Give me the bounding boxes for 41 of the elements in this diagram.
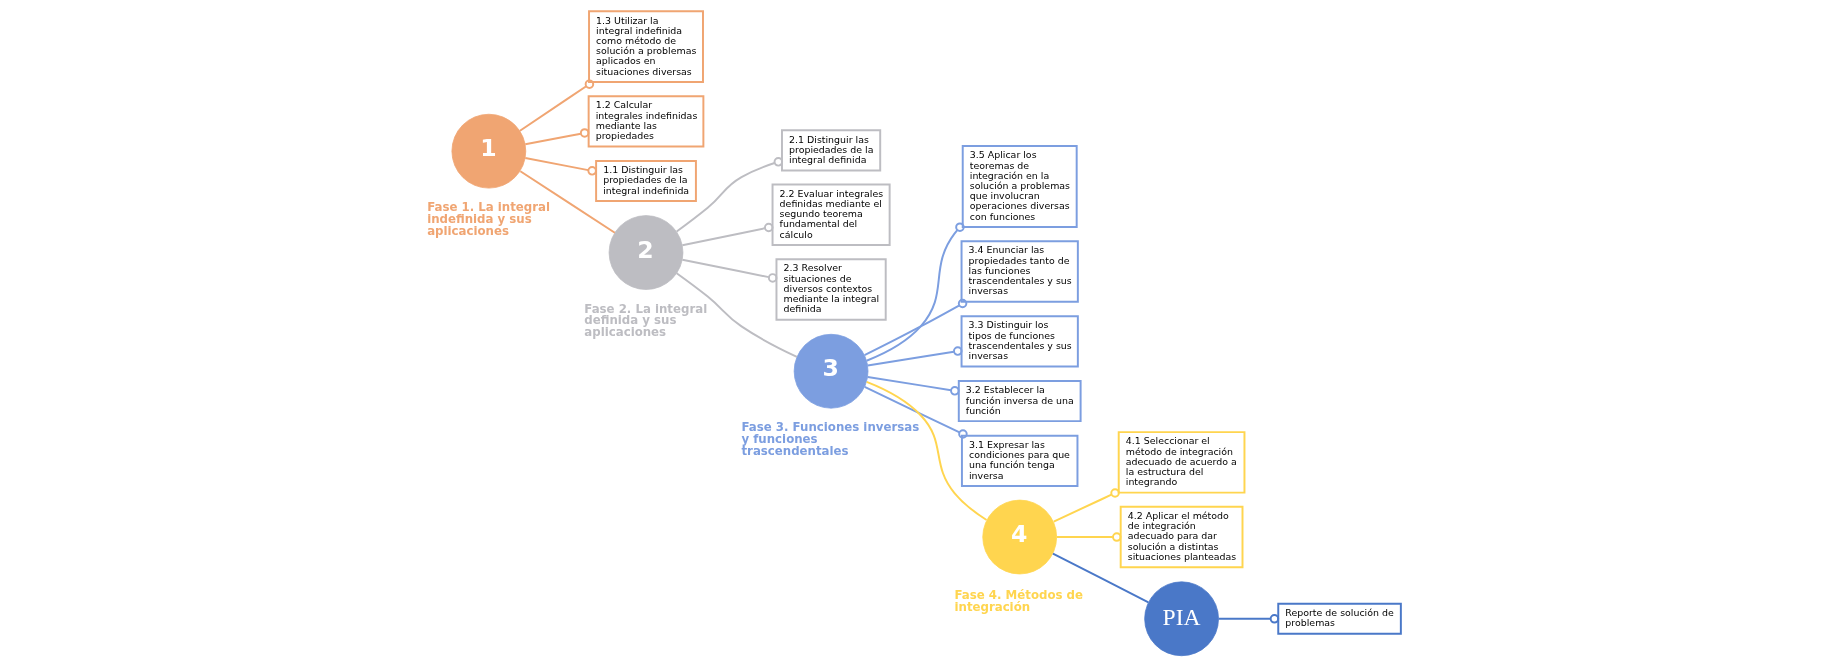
connector xyxy=(1051,552,1150,604)
node-box: 2.2 Evaluar integrales definidas mediante el segundo teorema fundamental del cálculo xyxy=(771,183,891,247)
connector xyxy=(675,272,798,358)
node-box: 4.1 Seleccionar el método de integración adecuado de acuerdo a la estructura del integrando xyxy=(1117,431,1246,494)
connector xyxy=(1217,614,1280,624)
connector xyxy=(681,258,778,283)
node-box: 3.5 Aplicar los teoremas de integración en la solución a problemas que involucran operaciones diversas con funciones xyxy=(961,145,1078,228)
node-label: Fase 4. Métodos de integración xyxy=(954,588,1083,614)
connector xyxy=(865,222,965,362)
connector xyxy=(865,380,988,521)
node-box: 1.1 Distinguir las propiedades de la integral indefinida xyxy=(595,160,697,203)
node-circle: PIA xyxy=(1144,581,1219,657)
node-circle: 2 xyxy=(608,215,684,290)
connector xyxy=(1055,532,1122,542)
connector xyxy=(519,170,616,234)
node-box: 4.2 Aplicar el método de integración adecuado para dar solución a distintas situaciones planteadas xyxy=(1119,505,1244,569)
node-box: 3.1 Expresar las condiciones para que una función tenga inversa xyxy=(960,434,1079,487)
connector xyxy=(863,385,968,439)
connector xyxy=(866,375,960,396)
node-label: Fase 3. Funciones inversas y funciones trascendentales xyxy=(741,420,920,458)
node-box: 2.3 Resolver situaciones de diversos contextos mediante la integral definida xyxy=(775,258,887,321)
connector xyxy=(866,346,963,367)
node-label: Fase 1. La integral indefinida y sus aplicaciones xyxy=(427,200,551,238)
node-box: 3.3 Distinguir los tipos de funciones trascendentales y sus inversas xyxy=(960,315,1079,368)
connector xyxy=(681,222,774,247)
node-box: 1.3 Utilizar la integral indefinida como método de solución a problemas aplicados en situaciones diversas xyxy=(588,10,704,83)
connector xyxy=(1052,488,1120,523)
node-label: Fase 2. La integral definida y sus aplicaciones xyxy=(584,301,708,340)
node-circle: 4 xyxy=(982,499,1058,575)
node-box: 3.2 Establecer la función inversa de una función xyxy=(957,380,1082,423)
node-box: 1.2 Calcular integrales indefinidas mediante las propiedades xyxy=(587,95,705,148)
node-box: 3.4 Enunciar las propiedades tanto de las funciones trascendentales y sus inversas xyxy=(960,240,1079,303)
node-box: Reporte de solución de problemas xyxy=(1277,602,1402,635)
connector xyxy=(524,128,590,146)
node-circle: 1 xyxy=(451,113,527,189)
node-circle: 3 xyxy=(793,333,869,409)
connector xyxy=(524,157,597,176)
connector xyxy=(675,157,784,233)
node-box: 2.1 Distinguir las propiedades de la integral definida xyxy=(781,129,882,172)
connector xyxy=(863,298,968,357)
connector xyxy=(519,79,595,132)
